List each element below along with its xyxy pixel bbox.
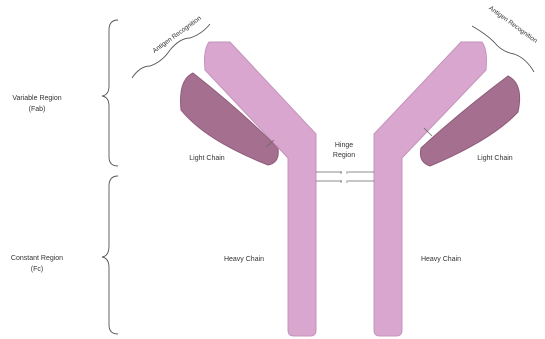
antigen-recognition-left-label: Antigen Recognition [152,15,203,55]
disulfide-bond-upper: s s [316,170,374,175]
disulfide-bond-lower: s s [316,179,374,184]
constant-region-label-line2: (Fc) [31,266,43,273]
variable-region-brace [102,20,118,166]
heavy-chain-left-shape [205,42,317,336]
heavy-chain-right-label: Heavy Chain [421,256,461,263]
hinge-region-label-line2: Region [333,152,355,159]
heavy-chain-left-label: Heavy Chain [224,256,264,263]
disulfide-symbol: s [340,170,342,175]
light-chain-right-label: Light Chain [477,155,513,162]
variable-region-label-line1: Variable Region [12,95,61,102]
disulfide-symbol: s [346,179,348,184]
antigen-brace-left [132,24,210,78]
disulfide-symbol: s [346,170,348,175]
constant-region-brace [102,176,118,334]
disulfide-symbol: s [340,179,342,184]
heavy-chain-right-shape [374,42,487,336]
antigen-recognition-right-label: Antigen Recognition [487,5,538,45]
light-chain-left-label: Light Chain [189,155,225,162]
hinge-region-label-line1: Hinge [335,142,353,149]
variable-region-label-line2: (Fab) [29,106,46,113]
constant-region-label-line1: Constant Region [11,255,63,262]
